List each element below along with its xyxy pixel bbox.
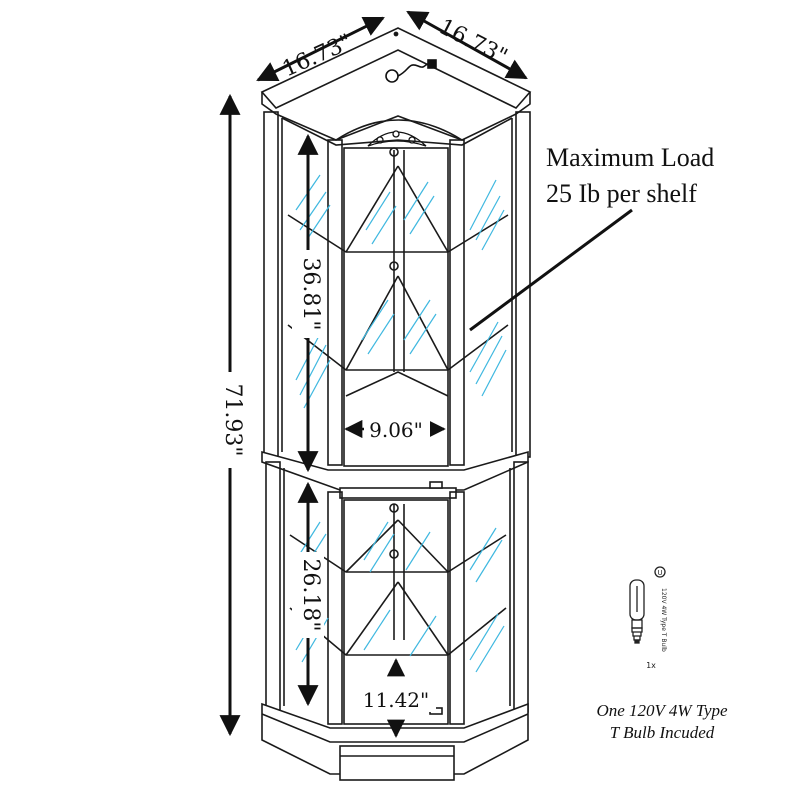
cabinet-base — [261, 702, 529, 781]
top-dimension-arrows — [256, 10, 528, 82]
bulb-label-line1: One 120V 4W Type — [596, 701, 728, 720]
bulb-label-line2: T Bulb Incuded — [610, 723, 715, 742]
bulb-marking: 120V 4W Type T Bulb — [660, 588, 667, 652]
cabinet-top-cap — [260, 27, 532, 141]
bulb-quantity: 1x — [646, 661, 656, 670]
middle-ledge — [261, 450, 529, 499]
bulb-icon — [629, 566, 666, 644]
load-note-line2: 25 Ib per shelf — [546, 179, 697, 208]
ul-mark: U — [657, 569, 662, 577]
upper-height-label: 36.81" — [298, 257, 323, 330]
crest-ornament — [367, 130, 427, 147]
shelf-width-label: 9.06" — [369, 418, 423, 442]
lower-height-label: 26.18" — [298, 558, 323, 631]
total-height-label: 71.93" — [220, 383, 245, 456]
lower-opening-label: 11.42" — [363, 688, 429, 712]
load-callout-line — [469, 208, 633, 332]
power-cord-icon — [385, 59, 437, 83]
load-note-line1: Maximum Load — [546, 143, 714, 172]
